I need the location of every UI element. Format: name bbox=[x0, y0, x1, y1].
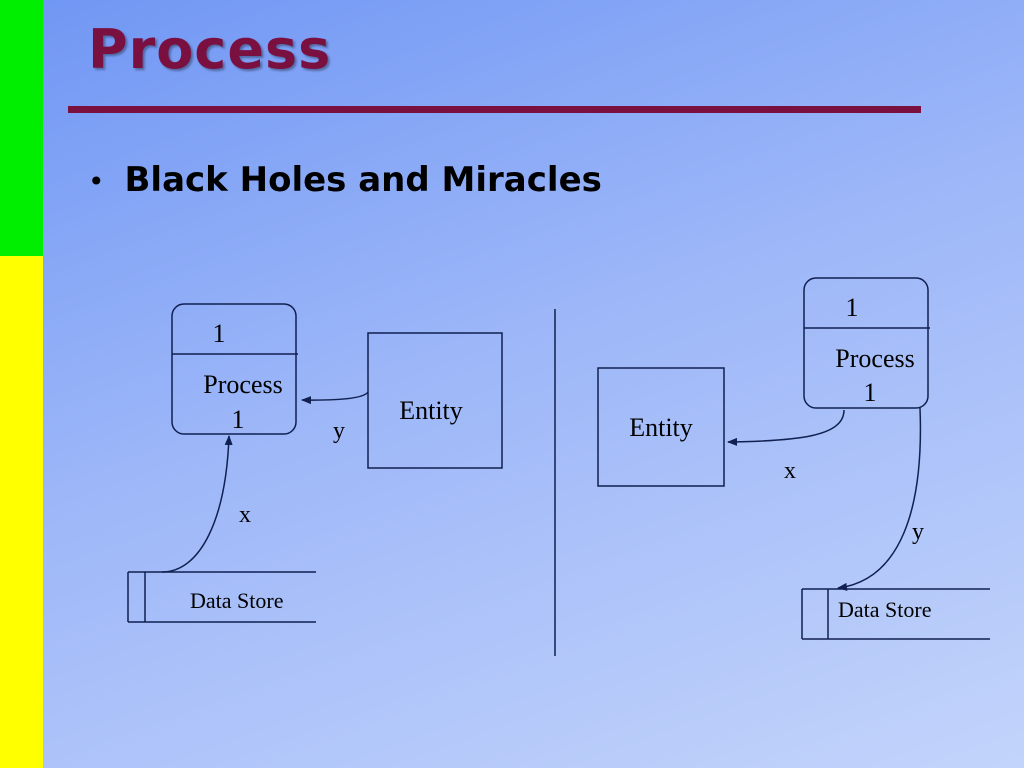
left-process-box bbox=[171, 303, 297, 435]
left-process-number: 1 bbox=[213, 319, 226, 348]
right-flow-process-to-entity bbox=[727, 409, 845, 446]
left-data-store: Data Store bbox=[127, 571, 316, 623]
left-entity-box bbox=[367, 332, 503, 469]
left-flow-x-label: x bbox=[239, 502, 251, 528]
right-data-store-label: Data Store bbox=[838, 597, 931, 622]
right-process-box bbox=[803, 277, 929, 409]
yellow-side-bar bbox=[0, 256, 43, 768]
left-process: 1 Process 1 bbox=[171, 303, 298, 435]
right-flow-y-label: y bbox=[912, 519, 924, 545]
bullet-text: Black Holes and Miracles bbox=[124, 160, 602, 200]
right-entity: Entity bbox=[597, 367, 725, 487]
right-process: 1 Process 1 bbox=[803, 277, 930, 409]
right-diagram: 1 Process 1 Entity Data Store x y bbox=[597, 277, 990, 640]
right-entity-box bbox=[597, 367, 725, 487]
right-process-name: Process bbox=[835, 344, 914, 373]
left-entity-label: Entity bbox=[399, 396, 463, 425]
left-flow-entity-to-process bbox=[301, 391, 369, 405]
left-entity: Entity bbox=[367, 332, 503, 469]
bullet-item: • Black Holes and Miracles bbox=[88, 160, 602, 200]
right-flow-process-to-store bbox=[837, 407, 922, 591]
right-entity-label: Entity bbox=[629, 413, 693, 442]
slide-title: Process bbox=[88, 18, 332, 81]
bullet-dot-icon: • bbox=[88, 165, 105, 198]
green-side-bar bbox=[0, 0, 43, 256]
title-underline bbox=[68, 106, 921, 113]
left-process-id: 1 bbox=[232, 405, 245, 434]
left-diagram: 1 Process 1 Entity Data Store y x bbox=[127, 303, 503, 623]
right-data-store: Data Store bbox=[801, 588, 990, 640]
right-process-number: 1 bbox=[846, 293, 859, 322]
left-flow-store-to-process bbox=[161, 435, 233, 573]
right-process-id: 1 bbox=[864, 378, 877, 407]
right-flow-x-label: x bbox=[784, 458, 796, 484]
left-data-store-label: Data Store bbox=[190, 588, 283, 613]
left-process-name: Process bbox=[203, 370, 282, 399]
left-flow-y-label: y bbox=[333, 418, 345, 444]
